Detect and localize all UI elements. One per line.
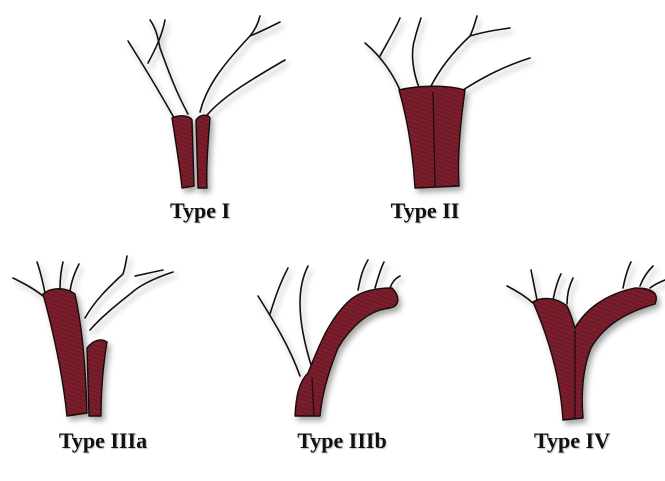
type-4-right-twig3: [650, 280, 665, 288]
type-4-left-twig1: [531, 270, 537, 300]
type-3a-tumor-right: [87, 340, 107, 416]
type-1-duct-illustration: [110, 8, 310, 198]
type-4-right-twig2: [640, 266, 653, 286]
type-3b-left-branch: [258, 296, 300, 376]
type-4-left-branch: [507, 286, 533, 303]
type-3b-left-inner: [300, 266, 312, 368]
type-3b-duct-illustration: [250, 248, 450, 428]
type-2-tumor: [399, 86, 465, 188]
type-4-label: Type IV: [487, 428, 657, 454]
type-3a-left-twig1: [37, 262, 45, 293]
type-4-duct-illustration: [495, 248, 665, 428]
type-1-right-branch: [208, 60, 285, 114]
type-3a-left-branch: [13, 278, 43, 296]
type-3b-label: Type IIIb: [242, 428, 442, 454]
type-3a-label: Type IIIa: [3, 428, 203, 454]
type-2-right-inner: [430, 16, 477, 88]
type-3b-left-twig: [270, 268, 288, 314]
type-3b-top-twig1: [358, 260, 368, 290]
type-3a-left-twig2: [60, 262, 63, 290]
type-3a-right-branch: [90, 272, 173, 330]
type-3b-top-twig3: [390, 276, 400, 288]
type-2-duct-illustration: [355, 8, 555, 198]
panel-type-1: Type I: [110, 8, 310, 240]
type-4-left-twig2: [553, 274, 561, 300]
type-4-tumor: [533, 288, 656, 420]
panel-type-3b: Type IIIb: [250, 248, 450, 478]
type-1-label: Type I: [100, 198, 300, 224]
panel-type-4: Type IV: [495, 248, 665, 478]
type-1-tumor-right: [196, 115, 210, 188]
type-2-left-twig: [380, 18, 400, 56]
type-1-tumor-left: [172, 116, 194, 188]
type-3b-tumor: [295, 288, 398, 416]
type-3a-duct-illustration: [5, 248, 205, 428]
panel-type-3a: Type IIIa: [5, 248, 205, 478]
type-1-left-inner: [150, 20, 188, 114]
type-1-left-branch: [128, 41, 173, 116]
type-4-left-twig3: [567, 278, 573, 304]
type-4-right-twig1: [623, 262, 631, 288]
type-3a-tumor-left: [43, 289, 87, 416]
type-1-right-inner: [200, 16, 260, 112]
type-2-label: Type II: [325, 198, 525, 224]
panel-type-2: Type II: [355, 8, 555, 240]
type-3b-top-twig2: [375, 262, 384, 288]
type-2-right-branch: [463, 58, 530, 90]
type-2-right-twig: [470, 28, 510, 36]
type-3a-right-twig: [135, 270, 163, 276]
type-3a-left-twig3: [70, 264, 79, 292]
type-2-left-inner: [413, 18, 421, 90]
type-3a-right-inner: [85, 256, 127, 318]
